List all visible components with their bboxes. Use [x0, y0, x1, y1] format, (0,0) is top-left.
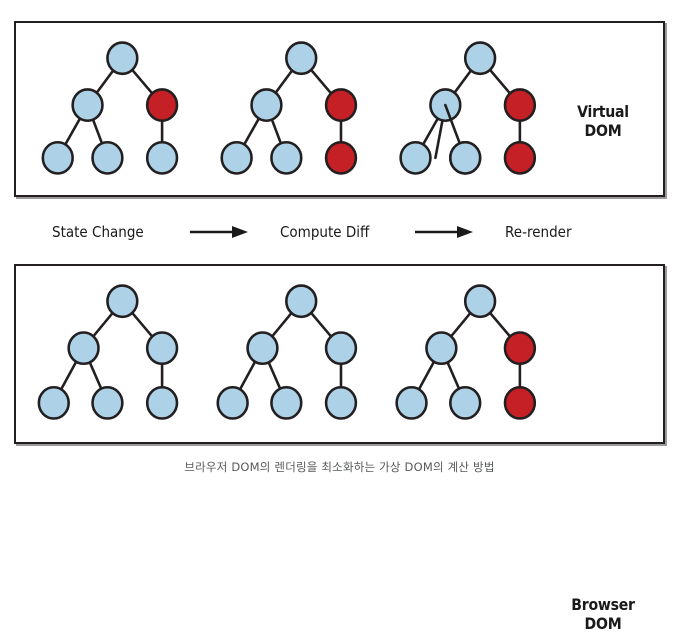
tree-node-leaf1 [216, 385, 249, 420]
tree-node-leaf1 [37, 385, 70, 420]
tree-node-root [106, 284, 139, 319]
virtual-dom-label: Virtual DOM [557, 102, 649, 140]
tree-node-leaf2 [270, 140, 303, 175]
tree-node-leaf1 [220, 140, 253, 175]
tree-node-leaf2-fix [449, 140, 482, 175]
tree-node-leaf3 [503, 385, 537, 420]
tree-node-leaf3 [503, 140, 537, 175]
virtual-dom-label-line2: DOM [584, 121, 622, 140]
tree-node-right [503, 331, 537, 366]
tree-node-leaf3 [324, 385, 358, 420]
tree-node-left [71, 88, 104, 122]
tree-node-leaf1 [395, 385, 428, 420]
flow-step-state-change: State Change [52, 223, 144, 241]
tree-node-leaf3 [145, 140, 179, 175]
tree-node-leaf2 [91, 385, 124, 420]
browser-dom-label-line2: DOM [584, 614, 622, 633]
tree-node-leaf2 [449, 385, 482, 420]
flow-step-re-render: Re-render [505, 223, 572, 241]
tree-node-left [425, 331, 458, 366]
tree-node-leaf2 [91, 140, 124, 175]
browser-dom-label-line1: Browser [571, 595, 635, 614]
tree-node-leaf1 [399, 140, 432, 175]
browser-dom-label: Browser DOM [557, 595, 649, 633]
virtual-tree-2 [220, 41, 358, 175]
flow-steps-row: State Change Compute Diff Re-render [14, 215, 665, 249]
virtual-dom-trees [41, 41, 537, 175]
tree-node-leaf3 [324, 140, 358, 175]
flow-step-compute-diff: Compute Diff [279, 223, 370, 241]
virtual-dom-panel: Virtual DOM [14, 21, 665, 197]
tree-node-root [463, 41, 497, 76]
tree-node-root [106, 41, 139, 76]
virtual-dom-label-line1: Virtual [577, 102, 629, 121]
tree-node-right [324, 88, 358, 122]
browser-tree-3 [395, 284, 537, 420]
tree-node-root [285, 41, 318, 76]
virtual-tree-1 [41, 41, 179, 175]
tree-node-leaf2 [270, 385, 303, 420]
tree-node-right [324, 331, 358, 366]
tree-node-left [250, 88, 283, 122]
tree-node-right [145, 88, 179, 122]
virtual-dom-diagram: Virtual DOM State Change Compute Diff Re… [14, 21, 665, 633]
browser-tree-1 [37, 284, 179, 420]
tree-node-leaf1 [41, 140, 74, 175]
tree-node-root [463, 284, 497, 319]
tree-node-left [246, 331, 279, 366]
tree-node-right [503, 88, 537, 122]
browser-dom-trees [37, 284, 537, 420]
right-arrow-icon [189, 226, 248, 238]
tree-node-left [67, 331, 100, 366]
browser-dom-panel: Browser DOM [14, 264, 665, 633]
tree-node-right [145, 331, 179, 366]
tree-node-leaf3 [145, 385, 179, 420]
right-arrow-icon [415, 226, 474, 238]
figure-caption: 브라우저 DOM의 렌더링을 최소화하는 가상 DOM의 계산 방법 [184, 460, 495, 474]
tree-node-root [285, 284, 318, 319]
browser-tree-2 [216, 284, 358, 420]
